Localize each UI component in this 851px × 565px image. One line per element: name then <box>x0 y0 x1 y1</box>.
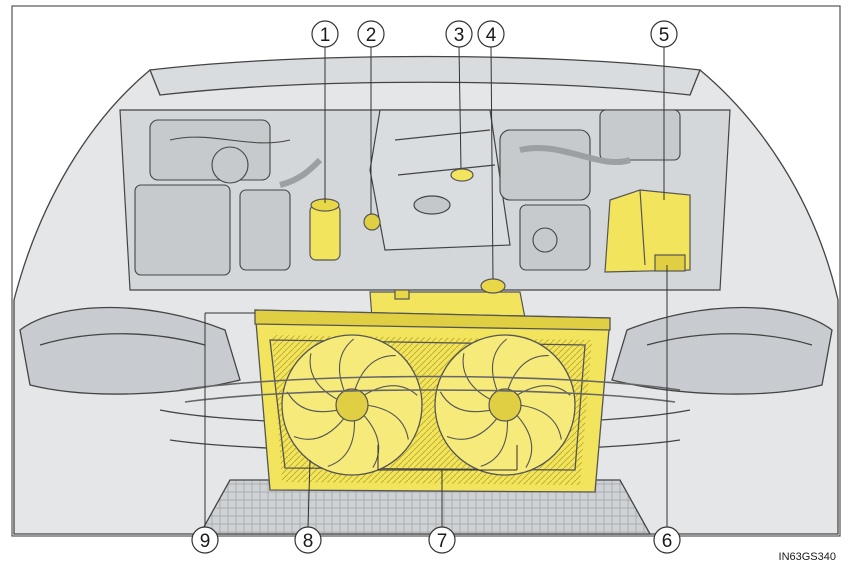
headlight-left <box>19 306 241 395</box>
callout-4: 4 <box>477 20 505 48</box>
figure-code: IN63GS340 <box>779 551 836 563</box>
leader-lines <box>204 46 668 529</box>
callout-circle <box>477 20 505 48</box>
callout-number: 4 <box>486 25 497 46</box>
battery-terminal <box>654 254 686 272</box>
brake-fluid-reservoir <box>309 198 341 261</box>
callout-number: 7 <box>437 531 448 552</box>
callout-circle <box>311 20 339 48</box>
fan-blade <box>462 353 493 401</box>
fan-blade <box>506 355 549 392</box>
fan-hub <box>335 388 369 422</box>
fan-blade <box>309 353 340 401</box>
fan-blade <box>327 418 355 467</box>
callout-circle <box>445 20 473 48</box>
callout-7: 7 <box>428 526 456 554</box>
callout-9: 9 <box>191 526 219 554</box>
callout-circle <box>294 526 322 554</box>
oil-filler-cap <box>363 213 381 231</box>
callout-circle <box>428 526 456 554</box>
callout-5: 5 <box>650 20 678 48</box>
fan-blade <box>338 338 355 394</box>
callout-1: 1 <box>311 20 339 48</box>
fan-blade <box>286 391 339 413</box>
callout-circle <box>357 20 385 48</box>
fan-blade <box>293 416 346 440</box>
fan-blade <box>439 391 492 413</box>
cooling-fan-1 <box>281 334 423 476</box>
callout-number: 1 <box>320 25 331 46</box>
fan-blade <box>446 416 499 440</box>
callout-circle <box>650 20 678 48</box>
callout-number: 3 <box>454 25 465 46</box>
callout-number: 9 <box>200 531 211 552</box>
fan-blade <box>365 404 409 440</box>
right-engine-components <box>499 109 681 271</box>
callout-8: 8 <box>294 526 322 554</box>
cooling-fan-2 <box>434 334 576 476</box>
fuse-box-housing <box>604 189 691 273</box>
engine-cover <box>369 109 511 251</box>
callout-2: 2 <box>357 20 385 48</box>
left-engine-components <box>134 119 323 276</box>
cooling-fans <box>281 334 576 476</box>
fan-blade <box>515 413 533 468</box>
fan-blade <box>362 385 418 397</box>
callout-number: 6 <box>662 531 673 552</box>
fan-blade <box>518 404 562 440</box>
callout-number: 8 <box>303 531 314 552</box>
fan-blade <box>353 355 396 392</box>
oil-dipstick-cap <box>450 168 474 182</box>
callout-number: 5 <box>659 25 670 46</box>
callout-6: 6 <box>653 526 681 554</box>
fan-blade <box>491 338 508 394</box>
callout-number: 2 <box>366 25 377 46</box>
callout-circle <box>191 526 219 554</box>
fan-blade <box>362 413 380 468</box>
bumper-reinforcement <box>179 375 681 403</box>
callout-circle <box>653 526 681 554</box>
fan-blade <box>480 418 508 467</box>
callout-3: 3 <box>445 20 473 48</box>
fan-hub <box>488 388 522 422</box>
